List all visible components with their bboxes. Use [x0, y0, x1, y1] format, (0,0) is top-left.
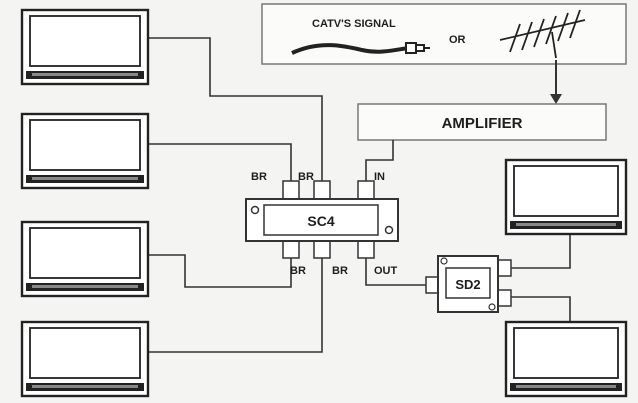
sd2-splitter: SD2	[425, 255, 512, 313]
tv-set-icon	[20, 320, 150, 398]
signal-source-panel: CATV'S SIGNAL OR	[261, 3, 627, 65]
amplifier-box: AMPLIFIER	[357, 103, 607, 141]
sc4-label: SC4	[307, 213, 334, 229]
port-label-br-top-left: BR	[251, 171, 267, 183]
tv-set-icon	[20, 220, 150, 298]
cable-amp-to-in	[365, 140, 394, 183]
sd2-port-out-2	[496, 289, 512, 307]
cables	[148, 37, 571, 353]
tv-set-icon	[504, 158, 628, 236]
port-label-out: OUT	[374, 265, 398, 277]
sd2-port-out-1	[496, 259, 512, 277]
catv-cable	[291, 43, 409, 55]
sc4-splitter: SC4	[245, 180, 399, 259]
tv-set-icon	[20, 112, 150, 190]
amplifier-label: AMPLIFIER	[442, 115, 523, 132]
port-label-in: IN	[374, 171, 385, 183]
tv-set-icon	[504, 320, 628, 398]
port-label-br-top-mid: BR	[298, 171, 314, 183]
port-label-br-bottom-mid: BR	[332, 265, 348, 277]
cable-tv4	[148, 256, 323, 353]
f-connector-icon	[405, 42, 430, 54]
cable-out-to-sd2	[365, 256, 430, 286]
cable-tv3	[148, 254, 292, 288]
antenna-icon	[499, 9, 586, 59]
cable-tv2	[148, 143, 292, 183]
cable-tv1	[148, 37, 323, 183]
tv-set-icon	[20, 8, 150, 86]
cable-sd2-tv6	[510, 296, 571, 322]
port-label-br-bottom-left: BR	[290, 265, 306, 277]
cable-sd2-tv5	[510, 234, 571, 269]
sd2-label: SD2	[455, 277, 480, 292]
catv-signal-label: CATV'S SIGNAL	[312, 18, 396, 30]
signal-arrow	[550, 60, 562, 104]
tv-group	[20, 8, 628, 398]
or-label: OR	[449, 34, 466, 46]
